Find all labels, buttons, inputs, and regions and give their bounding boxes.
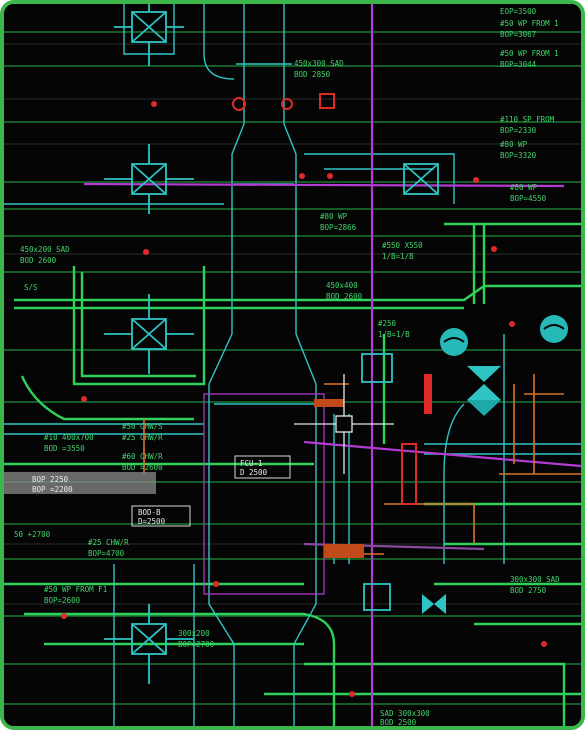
label-center-1: #80 WP [320, 212, 348, 221]
label-top-center-2: BOD 2850 [294, 70, 331, 79]
label-grey-1: BOP 2250 [32, 475, 69, 484]
label-right-mid-4: BOP=3320 [500, 151, 537, 160]
label-right-low-1: 300x300 SAD [510, 575, 560, 584]
label-top-right-4: #50 WP FROM 1 [500, 49, 559, 58]
label-box-left-2: D=2500 [138, 517, 166, 526]
cad-drawing-canvas[interactable]: EOP=3500 #50 WP FROM 1 BOP=3067 #50 WP F… [4, 4, 581, 726]
label-right-mid-3: #80 WP [500, 140, 528, 149]
selection-highlight [4, 472, 156, 494]
label-top-right-2: #50 WP FROM 1 [500, 19, 559, 28]
label-left-7: #25 CHW/R [122, 433, 163, 442]
label-center-6: BOD 2600 [326, 292, 363, 301]
red-elements [61, 93, 547, 697]
label-left-5: #10 400x700 [44, 433, 94, 442]
label-bottom-right-1: SAD 300x300 [380, 709, 430, 718]
label-center-box: FCU-1 [240, 459, 263, 468]
label-left-1: 450x200 SAD [20, 245, 70, 254]
label-right-mid-5: #80 WP [510, 183, 538, 192]
label-right-mid-1: #110 SP FROM [500, 115, 555, 124]
label-grey-2: BOP =2200 [32, 485, 73, 494]
label-top-center-1: 450x300 SAD [294, 59, 344, 68]
label-left-11: #25 CHW/R [88, 538, 129, 547]
label-top-right-3: BOP=3067 [500, 30, 536, 39]
label-left-8: #60 CHW/R [122, 452, 163, 461]
green-pipes [4, 222, 581, 726]
label-center-7: #250 [378, 319, 397, 328]
cad-crosshair-cursor[interactable] [294, 374, 394, 474]
label-left-10: 50 +2700 [14, 530, 51, 539]
label-left-4: #50 CHW/S [122, 422, 163, 431]
label-bottom-center-2: BOP=2700 [178, 640, 215, 649]
label-center-8: 1/B=1/B [378, 330, 410, 339]
label-bottom-center-1: 300x200 [178, 629, 210, 638]
label-top-right-5: BOP=3044 [500, 60, 537, 69]
label-left-13: #50 WP FROM F1 [44, 585, 107, 594]
label-left-6: BOD =3550 [44, 444, 85, 453]
label-center-5: 450x400 [326, 281, 358, 290]
label-box-left: BOD-B [138, 508, 161, 517]
cyan-ducts [4, 4, 581, 726]
label-right-mid-6: BOP=4550 [510, 194, 547, 203]
label-center-box-2: D 2500 [240, 468, 268, 477]
label-center-2: BOP=2866 [320, 223, 357, 232]
label-center-4: 1/B=1/B [382, 252, 414, 261]
label-bottom-right-2: BOD 2500 [380, 718, 417, 726]
label-right-low-2: BOD 2750 [510, 586, 547, 595]
label-left-12: BOP=4700 [88, 549, 125, 558]
valve-symbols [422, 315, 568, 614]
label-left-3: S/S [24, 283, 38, 292]
label-center-3: #550 X550 [382, 241, 423, 250]
label-left-14: BOP=2600 [44, 596, 81, 605]
label-left-9: BOD =2600 [122, 463, 163, 472]
label-left-2: BOD 2600 [20, 256, 57, 265]
fan-coil-units [104, 4, 439, 684]
label-top-right-1: EOP=3500 [500, 7, 537, 16]
label-right-mid-2: BOP=2330 [500, 126, 537, 135]
